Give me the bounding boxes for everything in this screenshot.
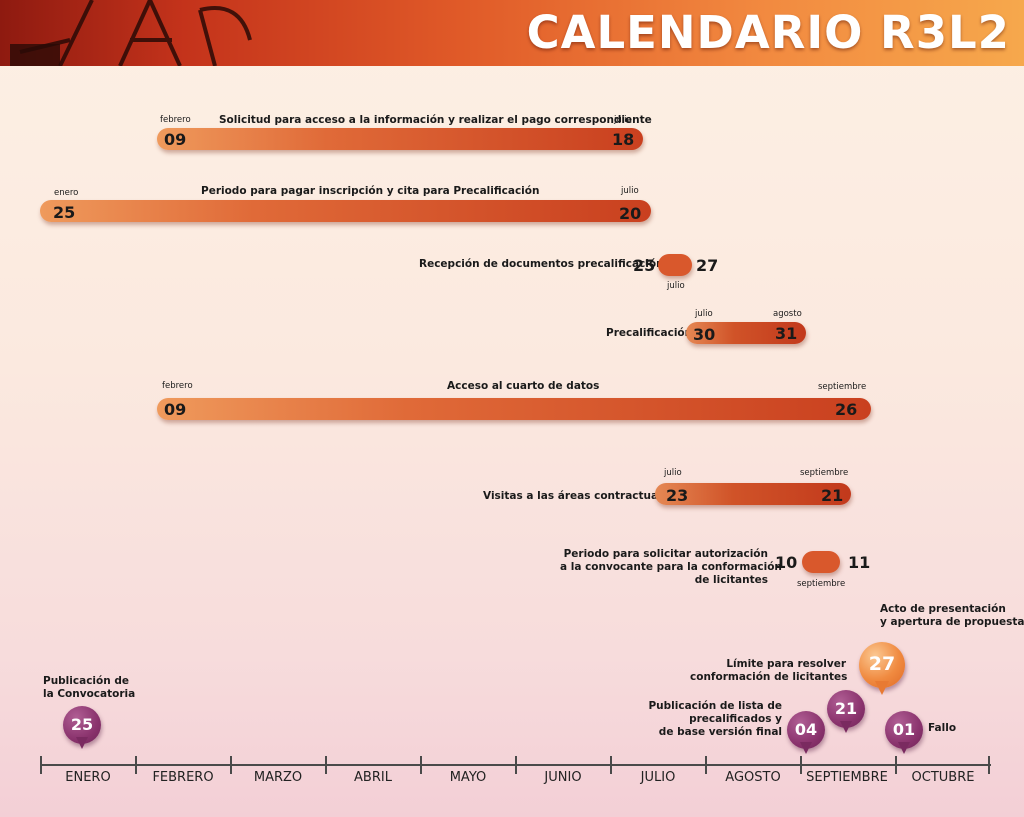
row4-end-month: agosto xyxy=(773,309,802,319)
month-label-agosto: AGOSTO xyxy=(725,770,781,785)
timeline-tick xyxy=(800,756,802,774)
row2-label: Periodo para pagar inscripción y cita pa… xyxy=(201,185,540,197)
timeline-tick xyxy=(705,756,707,774)
row7-label-line3: de licitantes xyxy=(694,574,768,586)
timeline-tick xyxy=(515,756,517,774)
event1-line1: Publicación de xyxy=(43,675,129,687)
event4-line2: y apertura de propuestas xyxy=(880,616,1024,628)
event2-line1: Publicación de lista de xyxy=(648,700,782,712)
row2-end-month: julio xyxy=(621,186,639,196)
oil-pump-icon xyxy=(10,0,252,66)
row6-start-day: 23 xyxy=(666,486,689,505)
month-label-octubre: OCTUBRE xyxy=(911,770,975,785)
row5-start-month: febrero xyxy=(162,381,193,391)
row3-start-day: 25 xyxy=(633,256,656,275)
row7-end-day: 11 xyxy=(848,553,871,572)
timeline-tick xyxy=(420,756,422,774)
month-label-enero: ENERO xyxy=(65,770,111,785)
event2-line3: de base versión final xyxy=(658,726,782,738)
row5-bar xyxy=(157,398,871,420)
event-fallo-marker: 01 xyxy=(885,711,923,754)
row4-label: Precalificación xyxy=(606,327,693,339)
event4-day: 27 xyxy=(868,653,896,675)
page-title: CALENDARIO R3L2 xyxy=(526,6,1010,59)
timeline-tick xyxy=(988,756,990,774)
month-label-marzo: MARZO xyxy=(253,770,303,785)
event2-line2: precalificados y xyxy=(689,713,782,725)
row3-bar xyxy=(658,254,692,276)
event-limite-conformacion-label: Límite para resolver conformación de lic… xyxy=(690,658,848,684)
event5-day: 01 xyxy=(892,720,916,739)
row7-label-line1: Periodo para solicitar autorización xyxy=(563,548,768,560)
row4-end-day: 31 xyxy=(775,324,798,343)
row7-bar xyxy=(802,551,840,573)
month-label-junio: JUNIO xyxy=(544,770,582,785)
row7-start-day: 10 xyxy=(775,553,798,572)
timeline-tick xyxy=(40,756,42,774)
row6-end-day: 21 xyxy=(821,486,844,505)
timeline-tick xyxy=(325,756,327,774)
event4-line1: Acto de presentación xyxy=(880,603,1006,615)
header-banner: CALENDARIO R3L2 xyxy=(0,0,1024,66)
row5-end-day: 26 xyxy=(835,400,858,419)
month-label-julio: JULIO xyxy=(640,770,676,785)
row2-bar xyxy=(40,200,651,222)
event-acto-presentacion-marker: 27 xyxy=(859,642,905,695)
timeline-tick xyxy=(895,756,897,774)
month-label-febrero: FEBRERO xyxy=(152,770,214,785)
row1-start-day: 09 xyxy=(164,130,187,149)
row5-end-month: septiembre xyxy=(818,382,867,392)
row5-label: Acceso al cuarto de datos xyxy=(447,380,600,392)
event-limite-conformacion-marker: 21 xyxy=(827,690,865,733)
row4-start-day: 30 xyxy=(693,325,716,344)
timeline-tick xyxy=(230,756,232,774)
event3-day: 21 xyxy=(834,699,858,718)
event-publicacion-lista-label: Publicación de lista de precalificados y… xyxy=(640,700,782,739)
event2-day: 04 xyxy=(794,720,818,739)
row4-bar xyxy=(686,322,806,344)
row1-start-month: febrero xyxy=(160,115,191,125)
row1-end-day: 18 xyxy=(612,130,635,149)
row6-end-month: septiembre xyxy=(800,468,849,478)
row6-start-month: julio xyxy=(664,468,682,478)
event-publicacion-convocatoria-marker: 25 xyxy=(63,706,101,749)
event3-line2: conformación de licitantes xyxy=(690,671,848,683)
row5-start-day: 09 xyxy=(164,400,187,419)
row7-label: Periodo para solicitar autorización a la… xyxy=(560,548,782,587)
row6-bar xyxy=(655,483,851,505)
event-publicacion-lista-marker: 04 xyxy=(787,711,825,754)
row2-start-month: enero xyxy=(54,188,79,198)
month-label-abril: ABRIL xyxy=(354,770,392,785)
row2-end-day: 20 xyxy=(619,204,642,223)
row1-label: Solicitud para acceso a la información y… xyxy=(219,114,652,126)
row1-bar xyxy=(157,128,643,150)
month-label-mayo: MAYO xyxy=(449,770,487,785)
row7-month: septiembre xyxy=(797,579,846,589)
month-label-septiembre: SEPTIEMBRE xyxy=(806,770,888,785)
row2-start-day: 25 xyxy=(53,203,76,222)
row3-end-day: 27 xyxy=(696,256,719,275)
row1-end-month: julio xyxy=(614,115,632,125)
row4-start-month: julio xyxy=(695,309,713,319)
event-fallo-label: Fallo xyxy=(928,722,957,734)
row3-month: julio xyxy=(667,281,685,291)
timeline-tick xyxy=(610,756,612,774)
row7-label-line2: a la convocante para la conformación xyxy=(560,561,782,573)
event-publicacion-convocatoria-label: Publicación de la Convocatoria xyxy=(43,675,135,701)
event-acto-presentacion-label: Acto de presentación y apertura de propu… xyxy=(880,603,1024,629)
event1-day: 25 xyxy=(70,715,94,734)
event1-line2: la Convocatoria xyxy=(43,688,136,700)
row6-label: Visitas a las áreas contractuales xyxy=(483,490,676,502)
timeline-tick xyxy=(135,756,137,774)
event3-line1: Límite para resolver xyxy=(726,658,846,670)
row3-label: Recepción de documentos precalificación xyxy=(419,258,664,270)
